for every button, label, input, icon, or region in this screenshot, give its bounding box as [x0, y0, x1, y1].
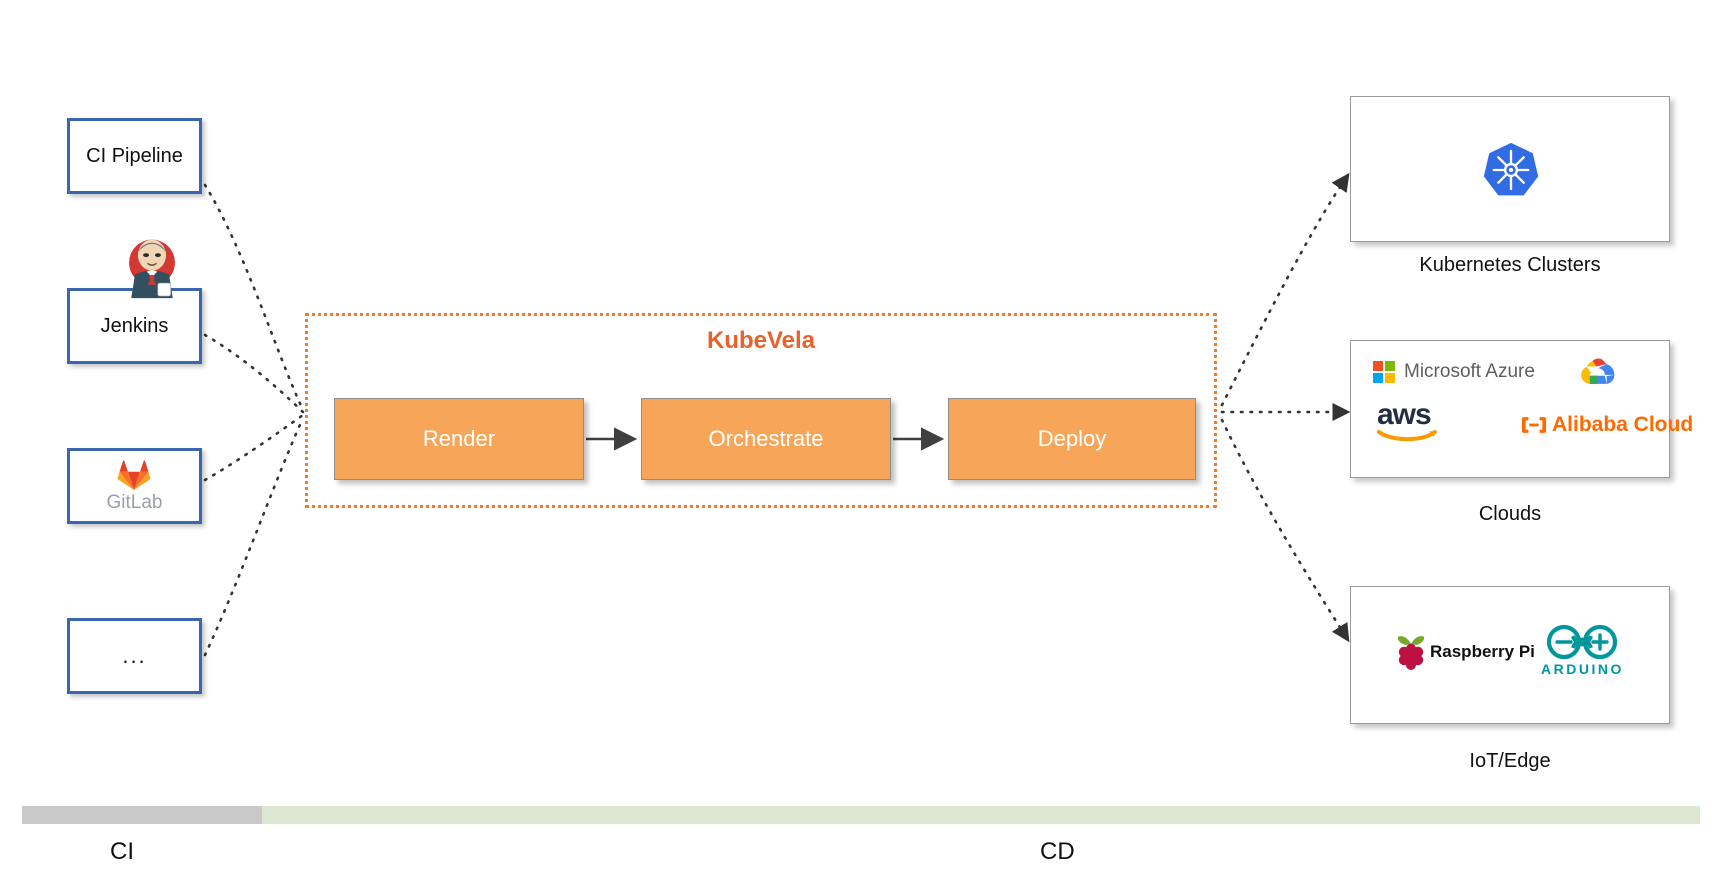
target-caption-clouds: Clouds — [1478, 503, 1542, 525]
jenkins-butler-icon — [129, 239, 175, 299]
target-caption-iot: IoT/Edge — [1469, 750, 1551, 772]
kubevela-boundary — [305, 313, 1217, 508]
raspberry-pi-logo-group: Raspberry Pi — [1394, 633, 1535, 671]
gitlab-logo-group: GitLab — [106, 459, 163, 514]
azure-logo-group: Microsoft Azure — [1373, 361, 1535, 383]
source-label: Jenkins — [100, 315, 169, 337]
arduino-icon — [1547, 624, 1618, 660]
stage-orchestrate[interactable]: Orchestrate — [641, 398, 891, 480]
stage-label: Orchestrate — [708, 426, 824, 451]
target-card-clouds[interactable]: Microsoft Azure aws Alibaba Cloud — [1350, 340, 1693, 478]
gitlab-fox-icon — [118, 459, 151, 490]
raspberry-pi-icon — [1397, 636, 1425, 670]
aws-label: aws — [1377, 398, 1432, 431]
target-card-kubernetes[interactable] — [1350, 96, 1670, 242]
target-card-iot[interactable]: Raspberry Pi ARDUINO — [1350, 586, 1670, 724]
aws-swoosh-icon — [1377, 430, 1437, 442]
phase-label-ci: CI — [110, 838, 134, 865]
source-label: GitLab — [106, 491, 163, 513]
source-label: CI Pipeline — [86, 145, 183, 167]
source-card-ci-pipeline[interactable]: CI Pipeline — [67, 118, 202, 194]
aws-logo-group: aws — [1377, 398, 1439, 443]
arduino-label: ARDUINO — [1541, 661, 1624, 677]
source-label: ... — [122, 642, 147, 668]
stage-label: Deploy — [1037, 426, 1107, 451]
stage-deploy[interactable]: Deploy — [948, 398, 1196, 480]
microsoft-azure-icon — [1373, 361, 1395, 383]
google-cloud-icon — [1581, 358, 1615, 384]
source-card-gitlab[interactable]: GitLab — [67, 448, 202, 524]
stage-label: Render — [422, 426, 496, 451]
azure-label: Microsoft Azure — [1404, 361, 1535, 382]
phase-bar — [22, 806, 1700, 824]
stage-render[interactable]: Render — [334, 398, 584, 480]
phase-segment-cd — [262, 806, 1700, 824]
raspberry-pi-label: Raspberry Pi — [1430, 642, 1535, 661]
kubernetes-helm-icon — [1483, 142, 1539, 196]
phase-label-cd: CD — [1040, 838, 1075, 865]
alibaba-cloud-icon — [1521, 417, 1547, 433]
target-caption-kubernetes: Kubernetes Clusters — [1419, 254, 1601, 276]
arduino-logo-group: ARDUINO — [1541, 623, 1624, 677]
phase-segment-ci — [22, 806, 262, 824]
alibaba-logo-group: Alibaba Cloud — [1521, 413, 1693, 437]
alibaba-label: Alibaba Cloud — [1552, 413, 1694, 436]
source-card-more[interactable]: ... — [67, 618, 202, 694]
source-card-jenkins[interactable]: Jenkins — [67, 288, 202, 364]
kubevela-title: KubeVela — [706, 327, 816, 354]
